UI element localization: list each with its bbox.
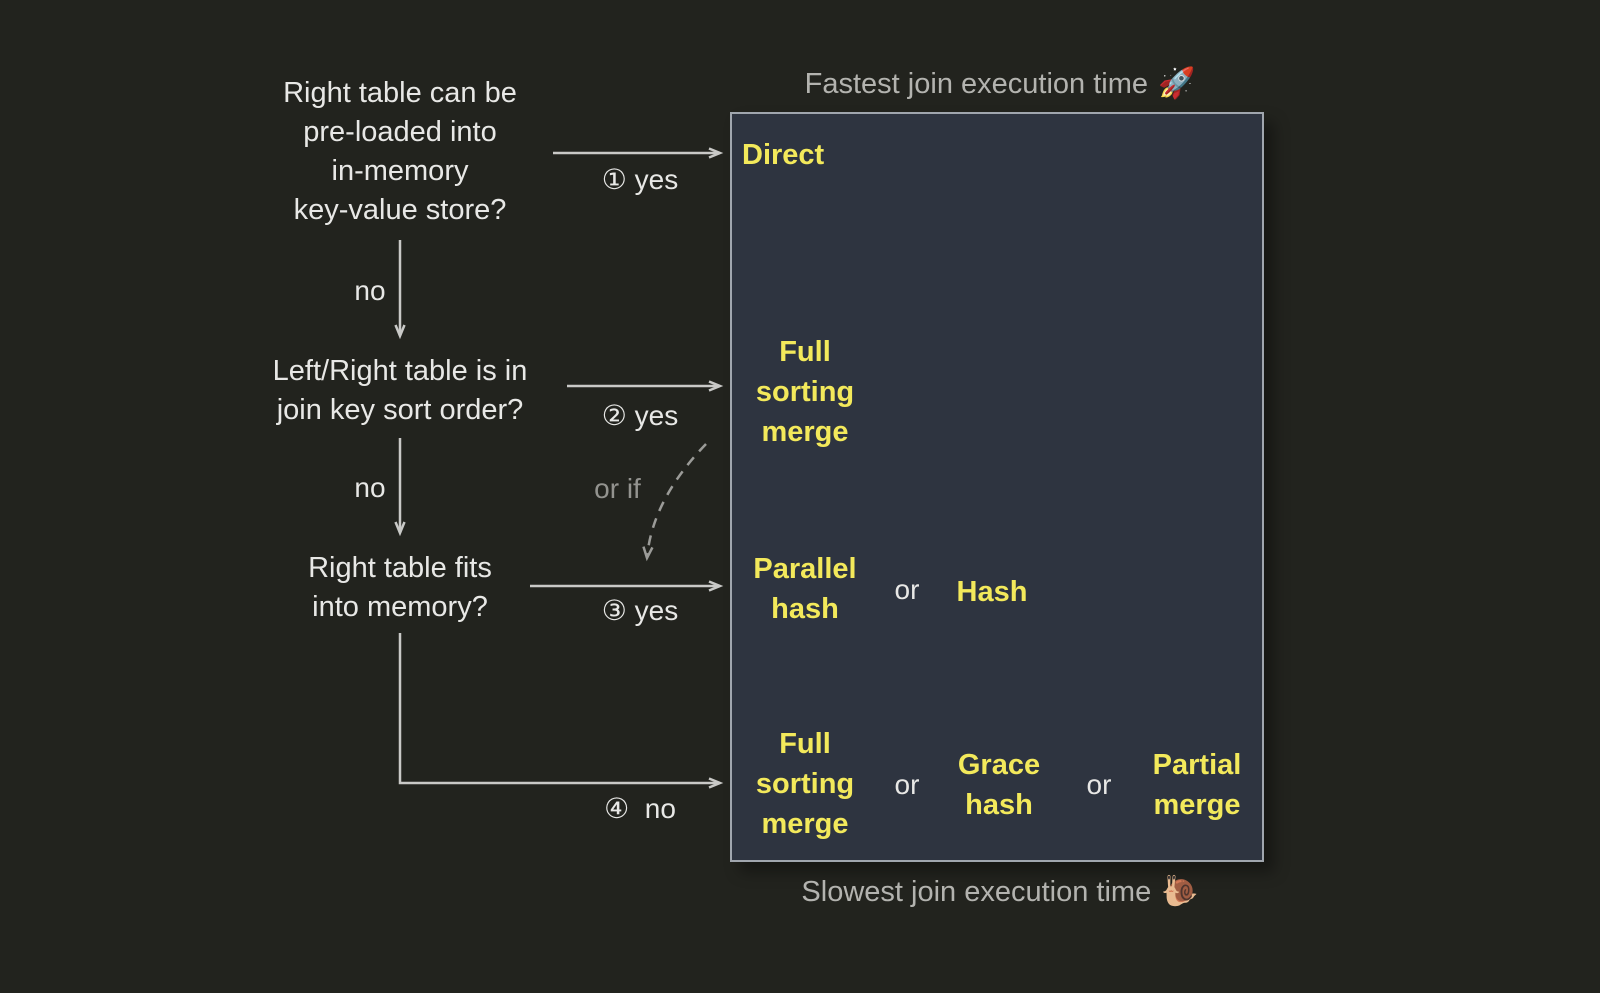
caption-fastest-text: Fastest join execution time [804,68,1148,100]
algo-direct: Direct [742,139,825,171]
edge-label-no-2: no [354,472,386,503]
join-algorithms-panel: Direct Full sorting merge Parallel hash … [730,112,1264,862]
arrow-no-4 [398,633,724,789]
algo-full-sorting-merge: Full sorting merge [755,336,855,448]
edge-label-yes-3: ③ yes [601,595,679,626]
caption-slowest: Slowest join execution time 🐌 [720,874,1280,910]
edge-label-no-4: ④ no [604,793,676,824]
algo-grace-hash: Grace hash [957,749,1041,821]
edge-label-yes-1: ① yes [601,164,679,195]
algo-full-sorting-merge-2: Full sorting merge [755,728,855,840]
decision-fits-memory: Right table fits into memory? [308,552,492,623]
algo-hash: Hash [956,576,1028,608]
or-separator: or [894,769,920,800]
snail-icon: 🐌 [1161,875,1199,908]
edge-label-no-1: no [354,275,386,306]
or-separator: or [894,574,920,605]
decision-preloaded-kv-store: Right table can be pre-loaded into in-me… [283,77,517,226]
algo-partial-merge: Partial merge [1152,749,1242,821]
or-separator: or [1086,769,1112,800]
algo-parallel-hash: Parallel hash [753,553,857,625]
edge-label-or-if: or if [594,473,641,504]
edge-label-yes-2: ② yes [601,400,679,431]
caption-fastest: Fastest join execution time 🚀 [720,66,1280,102]
rocket-icon: 🚀 [1157,67,1196,100]
decision-sort-order: Left/Right table is in join key sort ord… [272,355,528,426]
caption-slowest-text: Slowest join execution time [801,876,1152,908]
